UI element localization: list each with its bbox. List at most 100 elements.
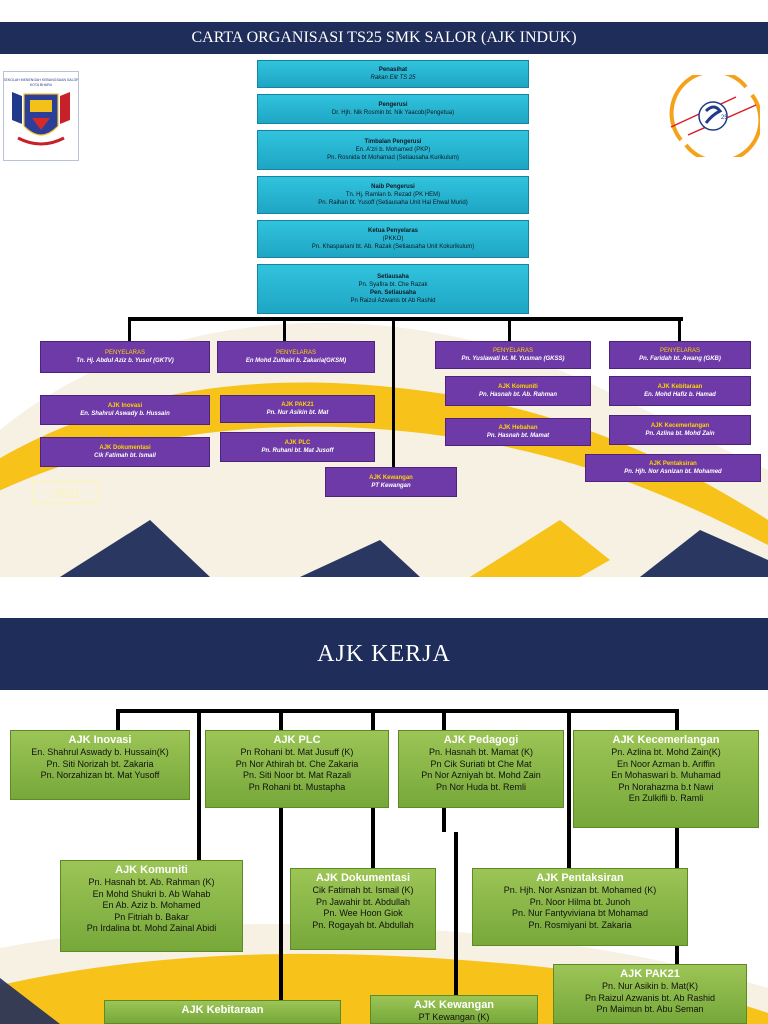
ajk-inovasi-box: AJK Inovasi En. Shahrul Aswady b. Hussai… <box>10 730 190 800</box>
chain-line: Pn. Syafira bt. Che Razak <box>358 282 428 288</box>
connector-horizontal <box>128 317 683 321</box>
ajk-kewangan-box: AJK Kewangan PT Kewangan (K) <box>370 995 538 1024</box>
ajk-label: AJK PAK21 <box>281 402 314 408</box>
ajk-box: AJK Hebahan Pn. Hasnah bt. Mamat <box>445 418 591 446</box>
member: Pn Norahazma b.t Nawi <box>618 781 714 792</box>
connector-vertical <box>283 318 286 342</box>
penyelaras-name: Pn. Yuslawati bt. M. Yusman (GKSS) <box>461 356 565 362</box>
member: Pn. Hasnah bt. Mamat (K) <box>428 747 534 757</box>
school-logo: SEKOLAH MENENGAH KEBANGSAAN SALOR KOTA B… <box>3 71 79 161</box>
connector-vertical <box>279 808 283 1024</box>
chain-box-naib: Naib Pengerusi Tn. Hj. Ramlan b. Rezad (… <box>257 176 529 214</box>
member: Pn Nor Athirah bt. Che Zakaria <box>235 758 359 769</box>
chain-box-ketua: Ketua Penyelaras (PKKO) Pn. Khaspariani … <box>257 220 529 258</box>
member: Pn Rohani bt. Mat Jusuff (K) <box>240 747 354 757</box>
member: Pn Cik Suriati bt Che Mat <box>430 758 532 769</box>
chain-box-pengerusi: Pengerusi Dr. Hjh. Nik Rosmin bt. Nik Ya… <box>257 94 529 124</box>
ajk-box: AJK Inovasi En. Shahrul Aswady b. Hussai… <box>40 395 210 425</box>
member: Pn Jawahir bt. Abdullah <box>315 896 411 907</box>
ajk-title: AJK Komuniti <box>115 864 188 876</box>
ajk-label: AJK Kecemerlangan <box>650 423 710 429</box>
ajk-name: Pn. Hasnah bt. Mamat <box>486 433 550 439</box>
ajk-label: AJK Pentaksiran <box>649 461 697 467</box>
ajk-label: AJK Hebahan <box>498 425 538 431</box>
slide-title: CARTA ORGANISASI TS25 SMK SALOR (AJK IND… <box>0 22 768 54</box>
chain-head: Setiausaha <box>377 274 409 280</box>
ajk-dokumentasi-box: AJK Dokumentasi Cik Fatimah bt. Ismail (… <box>290 868 436 950</box>
member: Pn Maimun bt. Abu Seman <box>596 1004 704 1014</box>
ajk-label: AJK PLC <box>284 440 311 446</box>
member: En Zulkifli b. Ramli <box>628 793 704 803</box>
connector-vertical <box>678 318 681 342</box>
ajk-title: AJK Kebitaraan <box>181 1004 264 1016</box>
member: Pn Nor Huda bt. Remli <box>435 781 527 792</box>
ajk-box: AJK Dokumentasi Cik Fatimah bt. Ismail <box>40 437 210 467</box>
penyelaras-label: PENYELARAS <box>275 350 317 356</box>
chain-line: Rakan Elit TS 25 <box>370 75 416 81</box>
connector-vertical <box>128 318 131 342</box>
svg-text:25: 25 <box>721 115 728 121</box>
member: En. Shahrul Aswady b. Hussain(K) <box>31 747 169 757</box>
chain-line: En. A'zri b. Mohamed (PKP) <box>355 147 431 153</box>
member: Pn. Rogayah bt. Abdullah <box>312 919 414 930</box>
ajk-kebitaraan-box: AJK Kebitaraan <box>104 1000 341 1024</box>
chain-head: Timbalan Pengerusi <box>364 139 422 145</box>
ajk-pedagogi-box: AJK Pedagogi Pn. Hasnah bt. Mamat (K) Pn… <box>398 730 564 808</box>
ajk-title: AJK PAK21 <box>620 968 680 980</box>
ajk-name: Cik Fatimah bt. Ismail <box>94 453 156 459</box>
ajk-label: AJK Dokumentasi <box>99 445 151 451</box>
chain-head: Pengerusi <box>378 102 408 108</box>
ajk-title: AJK Dokumentasi <box>315 872 411 884</box>
chain-box-setiausaha: Setiausaha Pn. Syafira bt. Che Razak Pen… <box>257 264 529 314</box>
member: Pn. Hasnah bt. Ab. Rahman (K) <box>88 877 215 887</box>
ajk-pak21-box: AJK PAK21 Pn. Nur Asikin b. Mat(K) Pn Ra… <box>553 964 747 1024</box>
penyelaras-name: En Mohd Zulhairi b. Zakaria(GKSM) <box>245 358 347 364</box>
ajk-label: AJK Inovasi <box>107 403 143 409</box>
connector-vertical <box>675 709 679 731</box>
ajk-title: AJK PLC <box>273 734 321 746</box>
ajk-kecemerlangan-box: AJK Kecemerlangan Pn. Azlina bt. Mohd Za… <box>573 730 759 828</box>
ajk-kerja-slide: AJK KERJA AJK Inovasi En. Shahrul Aswady… <box>0 618 768 1024</box>
year-badge: 2021 <box>33 480 99 504</box>
connector-vertical <box>567 709 571 871</box>
ajk-title: AJK Pedagogi <box>443 734 519 746</box>
connector-vertical <box>442 709 446 731</box>
connector-vertical <box>508 318 511 342</box>
chain-head: Pen. Setiausaha <box>369 290 417 296</box>
ajk-box: AJK Kecemerlangan Pn. Azlina bt. Mohd Za… <box>609 415 751 445</box>
chain-line: Pn. Khaspariani bt. Ab. Razak (Setiausah… <box>311 244 475 250</box>
org-chart-slide: CARTA ORGANISASI TS25 SMK SALOR (AJK IND… <box>0 22 768 577</box>
member: Pn. Hjh. Nor Asnizan bt. Mohamed (K) <box>503 885 657 895</box>
ajk-name: En. Shahrul Aswady b. Hussain <box>80 411 170 417</box>
penyelaras-label: PENYELARAS <box>492 348 534 354</box>
member: Pn Rohani bt. Mustapha <box>248 781 346 792</box>
ajk-name: Pn. Hasnah bt. Ab. Rahman <box>478 392 558 398</box>
penyelaras-box: PENYELARAS Pn. Yuslawati bt. M. Yusman (… <box>435 341 591 369</box>
ajk-title: AJK Inovasi <box>68 734 132 746</box>
penyelaras-label: PENYELARAS <box>659 348 701 354</box>
member: Cik Fatimah bt. Ismail (K) <box>312 885 414 895</box>
penyelaras-box: PENYELARAS Pn. Faridah bt. Awang (GKB) <box>609 341 751 369</box>
connector-vertical <box>392 318 395 470</box>
member: En Noor Azman b. Ariffin <box>617 758 715 769</box>
ajk-label: AJK Komuniti <box>498 384 538 390</box>
member: En Ab. Aziz b. Mohamed <box>102 900 201 910</box>
ajk-box: AJK Kewangan PT Kewangan <box>325 467 457 497</box>
ajk-box: AJK PLC Pn. Ruhani bt. Mat Jusoff <box>220 432 375 462</box>
member: Pn Raizul Azwanis bt. Ab Rashid <box>584 992 716 1003</box>
ajk-name: PT Kewangan <box>371 483 411 489</box>
member: Pn. Wee Hoon Giok <box>323 908 403 918</box>
ajk-name: Pn. Azlina bt. Mohd Zain <box>645 431 715 437</box>
penyelaras-box: PENYELARAS Tn. Hj. Abdul Aziz b. Yusof (… <box>40 341 210 373</box>
connector-vertical <box>454 832 458 1018</box>
chain-head: Penasihat <box>378 67 408 73</box>
ajk-pentaksiran-box: AJK Pentaksiran Pn. Hjh. Nor Asnizan bt.… <box>472 868 688 946</box>
ajk-box: AJK Kebitaraan En. Mohd Hafiz b. Hamad <box>609 376 751 406</box>
member: Pn. Siti Norizah bt. Zakaria <box>46 758 154 769</box>
member: Pn. Siti Noor bt. Mat Razali <box>242 770 352 780</box>
ajk-name: Pn. Ruhani bt. Mat Jusoff <box>261 448 334 454</box>
member: En Mohd Shukri b. Ab Wahab <box>92 888 211 899</box>
member: Pn. Nur Fantyviviana bt Mohamad <box>511 908 649 918</box>
member: Pn Irdalina bt. Mohd Zainal Abidi <box>86 923 217 933</box>
ajk-title: AJK Kecemerlangan <box>612 734 720 746</box>
